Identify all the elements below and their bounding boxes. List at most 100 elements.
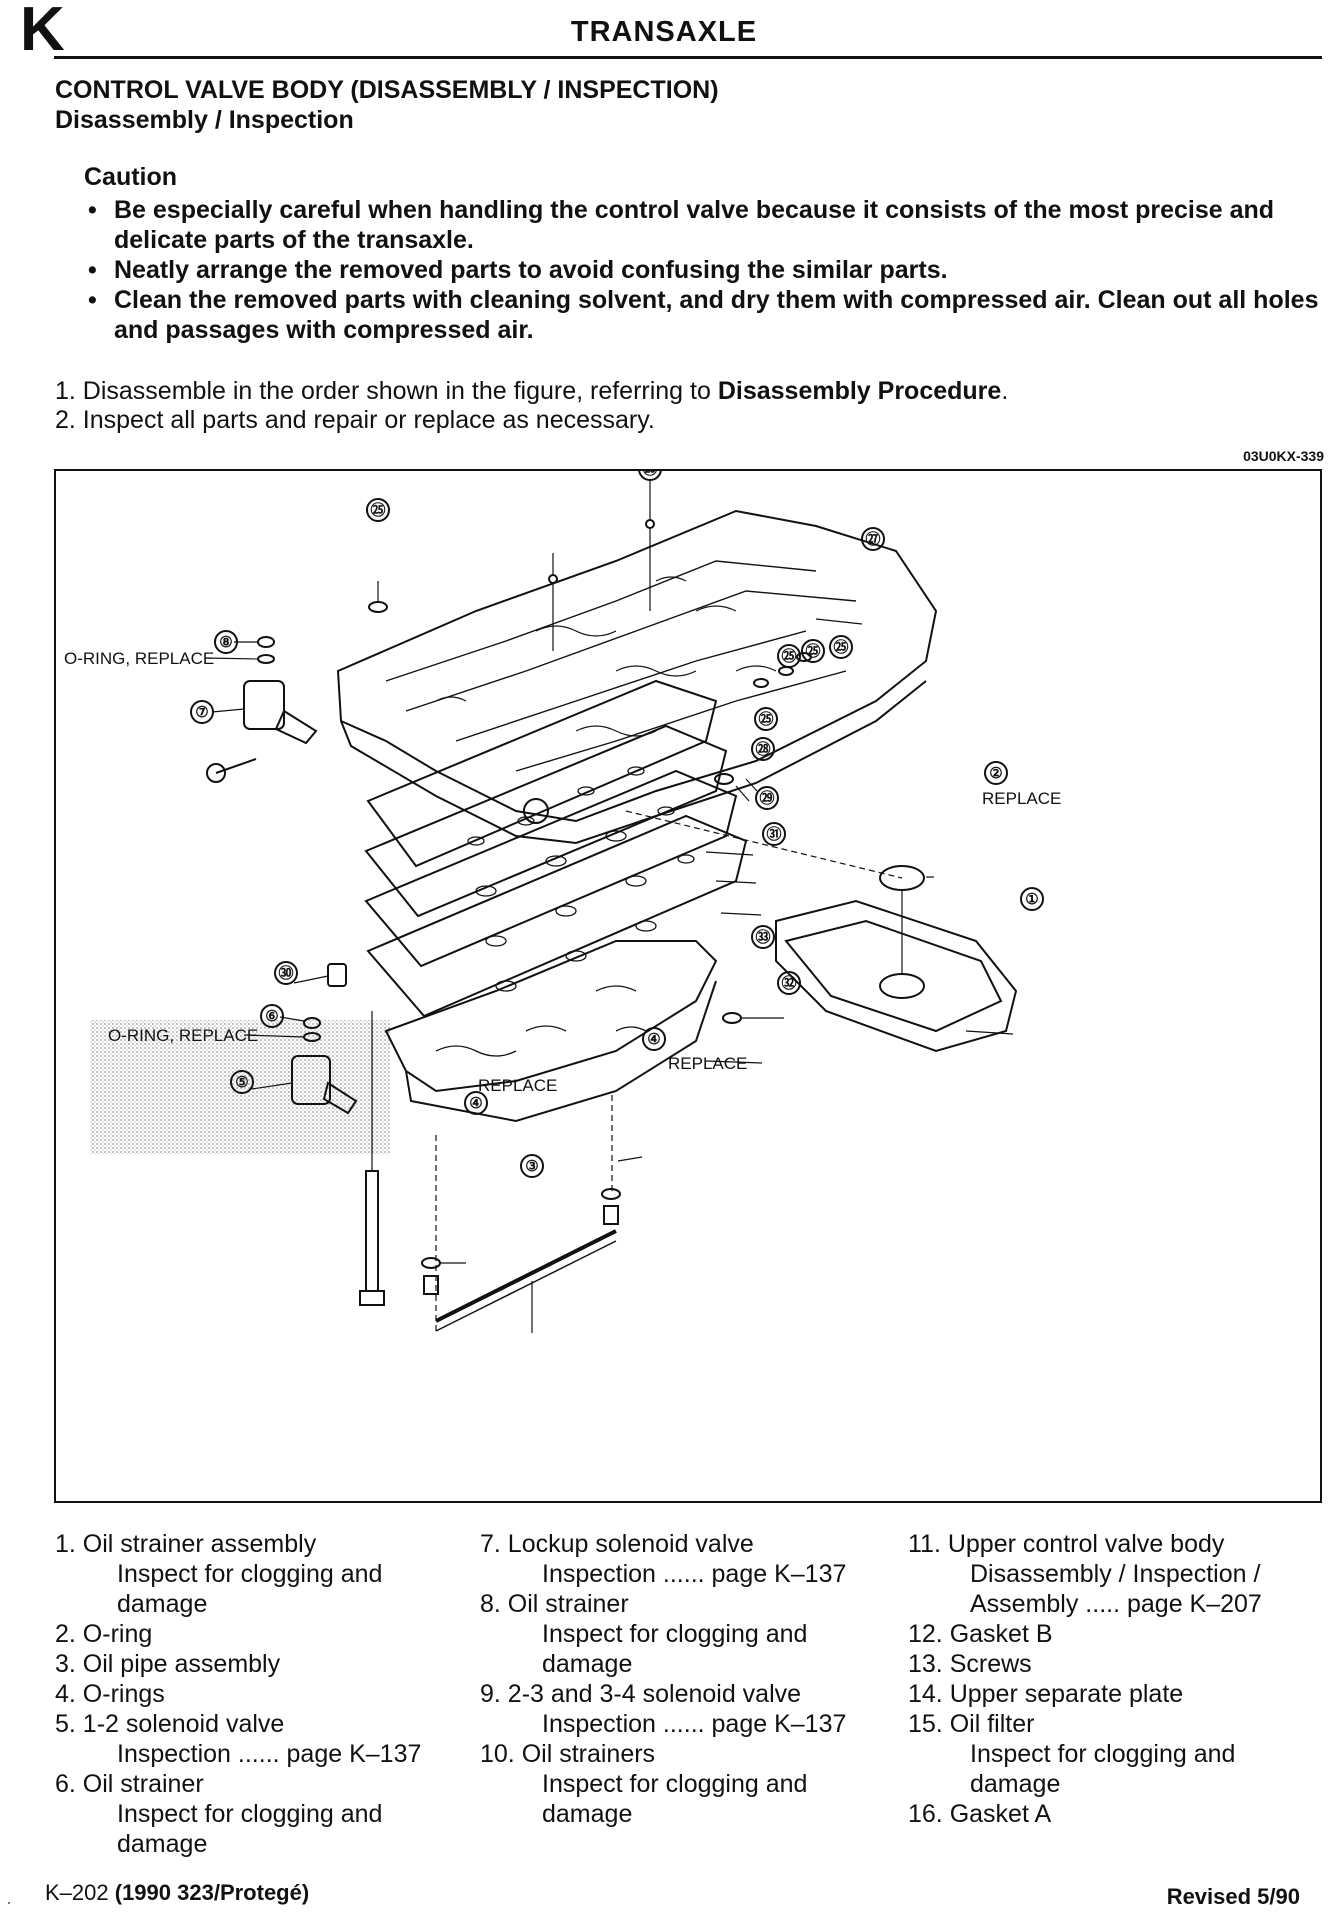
shaded-area [90, 1020, 390, 1154]
one-two-solenoid [291, 1055, 331, 1105]
lower-valve-body [384, 940, 718, 1093]
callout-30: ㉚ [278, 964, 293, 982]
callout-25: ㉕ [758, 710, 773, 728]
legend-detail: Inspect for clogging and [542, 1770, 808, 1798]
legend-item: 6. Oil strainer [55, 1770, 204, 1798]
oil-strainer-6 [303, 1017, 321, 1029]
oil-strainer-neck [879, 973, 925, 999]
callout-1: ① [1025, 891, 1038, 908]
valve-body-channels [435, 576, 777, 737]
legend-item: 8. Oil strainer [480, 1590, 629, 1618]
caution-label: Caution [84, 163, 178, 191]
oil-pipe [435, 1229, 617, 1323]
oil-strainer-25 [753, 678, 769, 688]
upper-separate-plate [364, 724, 728, 918]
label-replace: REPLACE [478, 1076, 557, 1095]
footer-page: K–202 (1990 323/Protegé) [45, 1880, 309, 1906]
callout-25: ㉕ [805, 642, 820, 660]
pipe-fitting [423, 1275, 439, 1295]
revised-label: Revised 5/90 [1166, 1884, 1300, 1909]
page-header-title: TRANSAXLE [570, 16, 758, 48]
legend-detail: Inspection ...... page K–137 [117, 1740, 422, 1768]
legend-detail: Assembly ..... page K–207 [970, 1590, 1262, 1618]
legend-item: 12. Gasket B [908, 1620, 1053, 1648]
exploded-view-drawing: ㉖ ㉖ ㉕ ㉗ ㉕ ㉕ ㉕ ㉕ ㉘ ㉙ ㉛ ㉝ ㉜ ② ① ⑧ ⑦ ㉚ ⑥ ⑤ … [64, 471, 1061, 1333]
strainer-32 [722, 1012, 742, 1024]
scan-mark [8, 1902, 10, 1904]
callout-8: ⑧ [219, 634, 232, 651]
legend-detail: Disassembly / Inspection / [970, 1560, 1261, 1588]
legend-item: 5. 1-2 solenoid valve [55, 1710, 285, 1738]
plate-holes [467, 766, 695, 992]
oil-strainer-25 [778, 666, 794, 676]
section-subtitle: Disassembly / Inspection [55, 106, 354, 134]
callout-25: ㉕ [781, 647, 796, 665]
callout-6: ⑥ [265, 1008, 278, 1025]
gasket-b [366, 679, 718, 868]
caution-item: Be especially careful when handling the … [84, 195, 1324, 255]
header-rule [54, 56, 1322, 59]
legend-item: 15. Oil filter [908, 1710, 1035, 1738]
pin-26 [645, 519, 655, 529]
lockup-solenoid [243, 680, 285, 730]
legend-item: 1. Oil strainer assembly [55, 1530, 317, 1558]
callout-numbers: ㉖ ㉖ ㉕ ㉗ ㉕ ㉕ ㉕ ㉕ ㉘ ㉙ ㉛ ㉝ ㉜ ② ① ⑧ ⑦ ㉚ ⑥ ⑤ … [195, 471, 1038, 1175]
callout-31: ㉛ [766, 825, 781, 843]
legend-detail: Inspection ...... page K–137 [542, 1560, 847, 1588]
section-title: CONTROL VALVE BODY (DISASSEMBLY / INSPEC… [55, 76, 719, 104]
figure-labels: O-RING, REPLACE O-RING, REPLACE REPLACE … [64, 649, 1061, 1095]
oil-strainer-rim [784, 919, 1003, 1033]
label-replace: REPLACE [982, 789, 1061, 808]
legend-detail: Inspection ...... page K–137 [542, 1710, 847, 1738]
lockup-solenoid-bracket [274, 709, 318, 745]
pin-26 [548, 574, 558, 584]
legend-detail: damage [542, 1650, 633, 1678]
callout-28: ㉘ [755, 740, 770, 758]
oil-strainer-8 [257, 636, 275, 648]
legend-item: 7. Lockup solenoid valve [480, 1530, 754, 1558]
solenoid-bolt [215, 758, 257, 774]
one-two-solenoid-bracket [322, 1081, 358, 1115]
lower-body-detail [435, 985, 647, 1057]
callout-4: ④ [469, 1095, 482, 1112]
model-label: (1990 323/Protegé) [114, 1880, 310, 1905]
label-oring-replace: O-RING, REPLACE [108, 1026, 258, 1045]
label-replace: REPLACE [668, 1054, 747, 1073]
lower-separate-plate [366, 814, 748, 1018]
legend-item: 11. Upper control valve body [908, 1530, 1225, 1558]
long-bolt [365, 1170, 379, 1292]
oil-strainer-25 [714, 773, 734, 785]
callout-7: ⑦ [195, 704, 208, 721]
valve-body-detail [385, 560, 857, 772]
legend-detail: Inspect for clogging and [117, 1560, 383, 1588]
legend-detail: damage [970, 1770, 1061, 1798]
oil-strainer-30 [327, 963, 347, 987]
valve-bore [523, 798, 549, 824]
valve-body-edge [340, 680, 927, 845]
o-ring-8 [257, 654, 275, 664]
step-1-text: 1. Disassemble in the order shown in the… [55, 377, 718, 405]
legend-item: 13. Screws [908, 1650, 1032, 1678]
oil-strainer-25 [368, 601, 388, 613]
callout-26: ㉖ [642, 471, 657, 478]
leader-lines [205, 481, 1014, 1333]
caution-item: Neatly arrange the removed parts to avoi… [84, 255, 1324, 285]
figure-code: 03U0KX-339 [1243, 448, 1324, 464]
legend-item: 14. Upper separate plate [908, 1680, 1184, 1708]
callout-27: ㉗ [865, 530, 880, 548]
exploded-view-figure: ㉖ ㉖ ㉕ ㉗ ㉕ ㉕ ㉕ ㉕ ㉘ ㉙ ㉛ ㉝ ㉜ ② ① ⑧ ⑦ ㉚ ⑥ ⑤ … [54, 469, 1322, 1503]
o-ring-4 [421, 1257, 441, 1269]
callout-32: ㉜ [781, 974, 796, 992]
callout-5: ⑤ [235, 1074, 248, 1091]
oil-pipe-edge [435, 1240, 617, 1332]
caution-list: Be especially careful when handling the … [84, 195, 1324, 345]
section-letter: K [20, 0, 65, 64]
callout-3: ③ [525, 1158, 538, 1175]
callout-2: ② [989, 765, 1002, 782]
legend-item: 4. O-rings [55, 1680, 165, 1708]
legend-item: 9. 2-3 and 3-4 solenoid valve [480, 1680, 802, 1708]
callout-4: ④ [647, 1031, 660, 1048]
